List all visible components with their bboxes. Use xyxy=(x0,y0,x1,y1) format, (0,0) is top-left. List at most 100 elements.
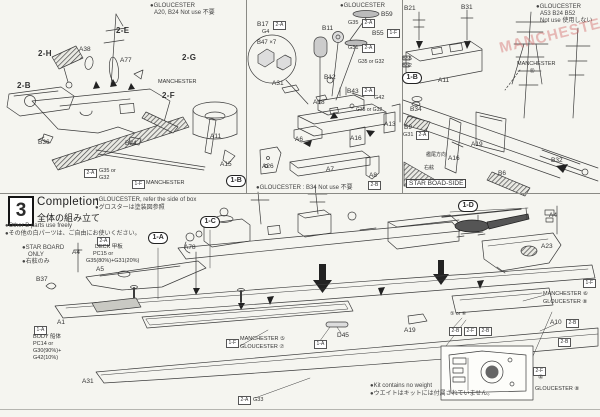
paint-code: G42(10%) xyxy=(33,355,59,361)
hatched-wedge xyxy=(51,116,190,171)
radar-part-2h xyxy=(51,45,84,70)
label-a77: A77 xyxy=(120,57,132,64)
assembly-ref-1d: 1-D xyxy=(458,200,479,213)
label-b32: B32 xyxy=(551,157,563,164)
paint-code: G31 xyxy=(403,132,414,138)
label-a6: A6 xyxy=(295,136,303,143)
note-not-use: ●GLOUCESTER : B34 Not use 不要 xyxy=(256,185,353,191)
label-b43: B43 xyxy=(347,88,359,95)
assembly-ref-1c: 1-C xyxy=(200,216,221,229)
paint-code: G35 or G32 xyxy=(358,59,385,65)
part-b17 xyxy=(313,36,328,58)
arrow-icon xyxy=(93,81,100,89)
label-b34: B34 xyxy=(410,106,422,113)
step-title: Completion xyxy=(37,196,100,208)
label-b24: B24 xyxy=(125,140,137,147)
helipad-part-a23 xyxy=(481,232,562,272)
label-2h: 2-H xyxy=(38,49,52,58)
paint-chip: 2-B xyxy=(558,338,571,347)
paint-chip: 1-F xyxy=(583,279,596,288)
paint-code: G30(90%)+ xyxy=(33,348,62,354)
label-a19: A19 xyxy=(404,327,416,334)
arrow-icon xyxy=(416,41,423,49)
superstructure-assembly xyxy=(177,221,461,260)
upper-hull-a1 xyxy=(54,264,596,319)
label-a5: A5 xyxy=(96,266,104,273)
main-mast xyxy=(523,11,532,119)
label-2e: 2-E xyxy=(116,26,130,35)
paint-chip: 1-F xyxy=(132,180,145,189)
note-gloucester: ●GLOUCESTER xyxy=(150,3,195,9)
panel-topleft-art xyxy=(6,13,238,171)
section-divider xyxy=(0,193,600,194)
step-note: ●Other B parts use freely xyxy=(5,223,72,229)
step-number: 3 xyxy=(8,196,34,226)
step-note: ●GLOUCESTER, refer the side of box xyxy=(95,197,197,203)
body-paint-label: BODY 船体 xyxy=(33,334,62,340)
label-stern-direction: 艦尾方向 xyxy=(426,152,447,158)
note-not-use: A20, B24 Not use 不要 xyxy=(154,10,215,16)
note-starboard: ●STAR BOARD xyxy=(22,245,65,251)
step-note-jp: ●その他の白パーツは、ご自由にお使いください。 xyxy=(5,231,141,237)
arrow-icon xyxy=(128,83,135,90)
turret-part-2g xyxy=(192,101,238,119)
panel-divider xyxy=(402,0,403,193)
paint-chip: 1-A xyxy=(34,326,47,335)
label-b59: B59 xyxy=(381,11,393,18)
circled-4: ④ xyxy=(538,375,544,381)
label-a16: A16 xyxy=(350,135,362,142)
superstructure-block xyxy=(297,103,387,137)
paint-chip: 2-B xyxy=(449,327,462,336)
detail-bubble xyxy=(247,34,297,84)
label-b17: B17 xyxy=(257,21,269,28)
label-a11: A11 xyxy=(210,133,222,140)
paint-code: G35 or xyxy=(99,168,116,174)
label-gloucester-8: GLOUCESTER ⑧ xyxy=(543,299,588,305)
big-arrow-icon xyxy=(433,260,449,285)
arrow-icon xyxy=(477,280,484,289)
label-a31: A31 xyxy=(272,80,284,87)
label-b31: B31 xyxy=(461,4,473,11)
label-a8: A8 xyxy=(369,172,377,179)
step-title-jp: 全体の組み立て xyxy=(37,213,101,223)
page-edge xyxy=(0,409,600,410)
label-b21: B21 xyxy=(404,5,416,12)
paint-chip: 2-B xyxy=(566,319,579,328)
label-2f: 2-F xyxy=(162,91,175,100)
paint-chip: 2-A xyxy=(362,44,375,53)
arrow-icon xyxy=(238,303,245,310)
deck-part-a5 xyxy=(85,260,207,291)
deck-paint-label: DECK 甲板 xyxy=(95,244,123,250)
label-b47-x7: B47 ×7 xyxy=(257,40,277,46)
assembly-ref-1b: 1-B xyxy=(226,175,247,188)
label-a23: A23 xyxy=(541,243,553,250)
label-manchester: MANCHESTER xyxy=(146,180,185,186)
note-starboard-jp: ●右舷のみ xyxy=(22,259,50,265)
note-no-weight-jp: ●ウエイトはキットには付属されていません。 xyxy=(370,391,494,397)
label-b55: B55 xyxy=(402,56,412,62)
label-manchester: MANCHESTER xyxy=(158,79,197,85)
paint-chip: 2-A xyxy=(273,21,286,30)
paint-chip: 2-A xyxy=(362,19,375,28)
label-a78: A78 xyxy=(184,244,196,251)
label-b6: B6 xyxy=(498,170,506,177)
label-a26: A26 xyxy=(262,163,274,170)
arrow-icon xyxy=(556,164,568,173)
arrow-icon xyxy=(464,41,471,49)
registered-mark: ® xyxy=(530,69,535,75)
paint-code: G35(80%)+G31(20%) xyxy=(86,258,140,264)
completion-art xyxy=(45,185,599,401)
paint-chip: 2-F xyxy=(464,327,477,336)
label-manchester-6: MANCHESTER ⑥ xyxy=(543,291,588,297)
helicopter-icon xyxy=(441,207,530,238)
platform-part-2b xyxy=(6,86,75,117)
note-parts: A53 B24 B52 xyxy=(540,11,576,17)
paint-code: G35 xyxy=(348,20,359,26)
note-starboard: ONLY xyxy=(28,252,44,258)
label-b11: B11 xyxy=(322,25,334,32)
arrow-icon xyxy=(267,296,274,305)
paint-code: G33 xyxy=(253,397,264,403)
label-a4: A4 xyxy=(72,249,80,256)
